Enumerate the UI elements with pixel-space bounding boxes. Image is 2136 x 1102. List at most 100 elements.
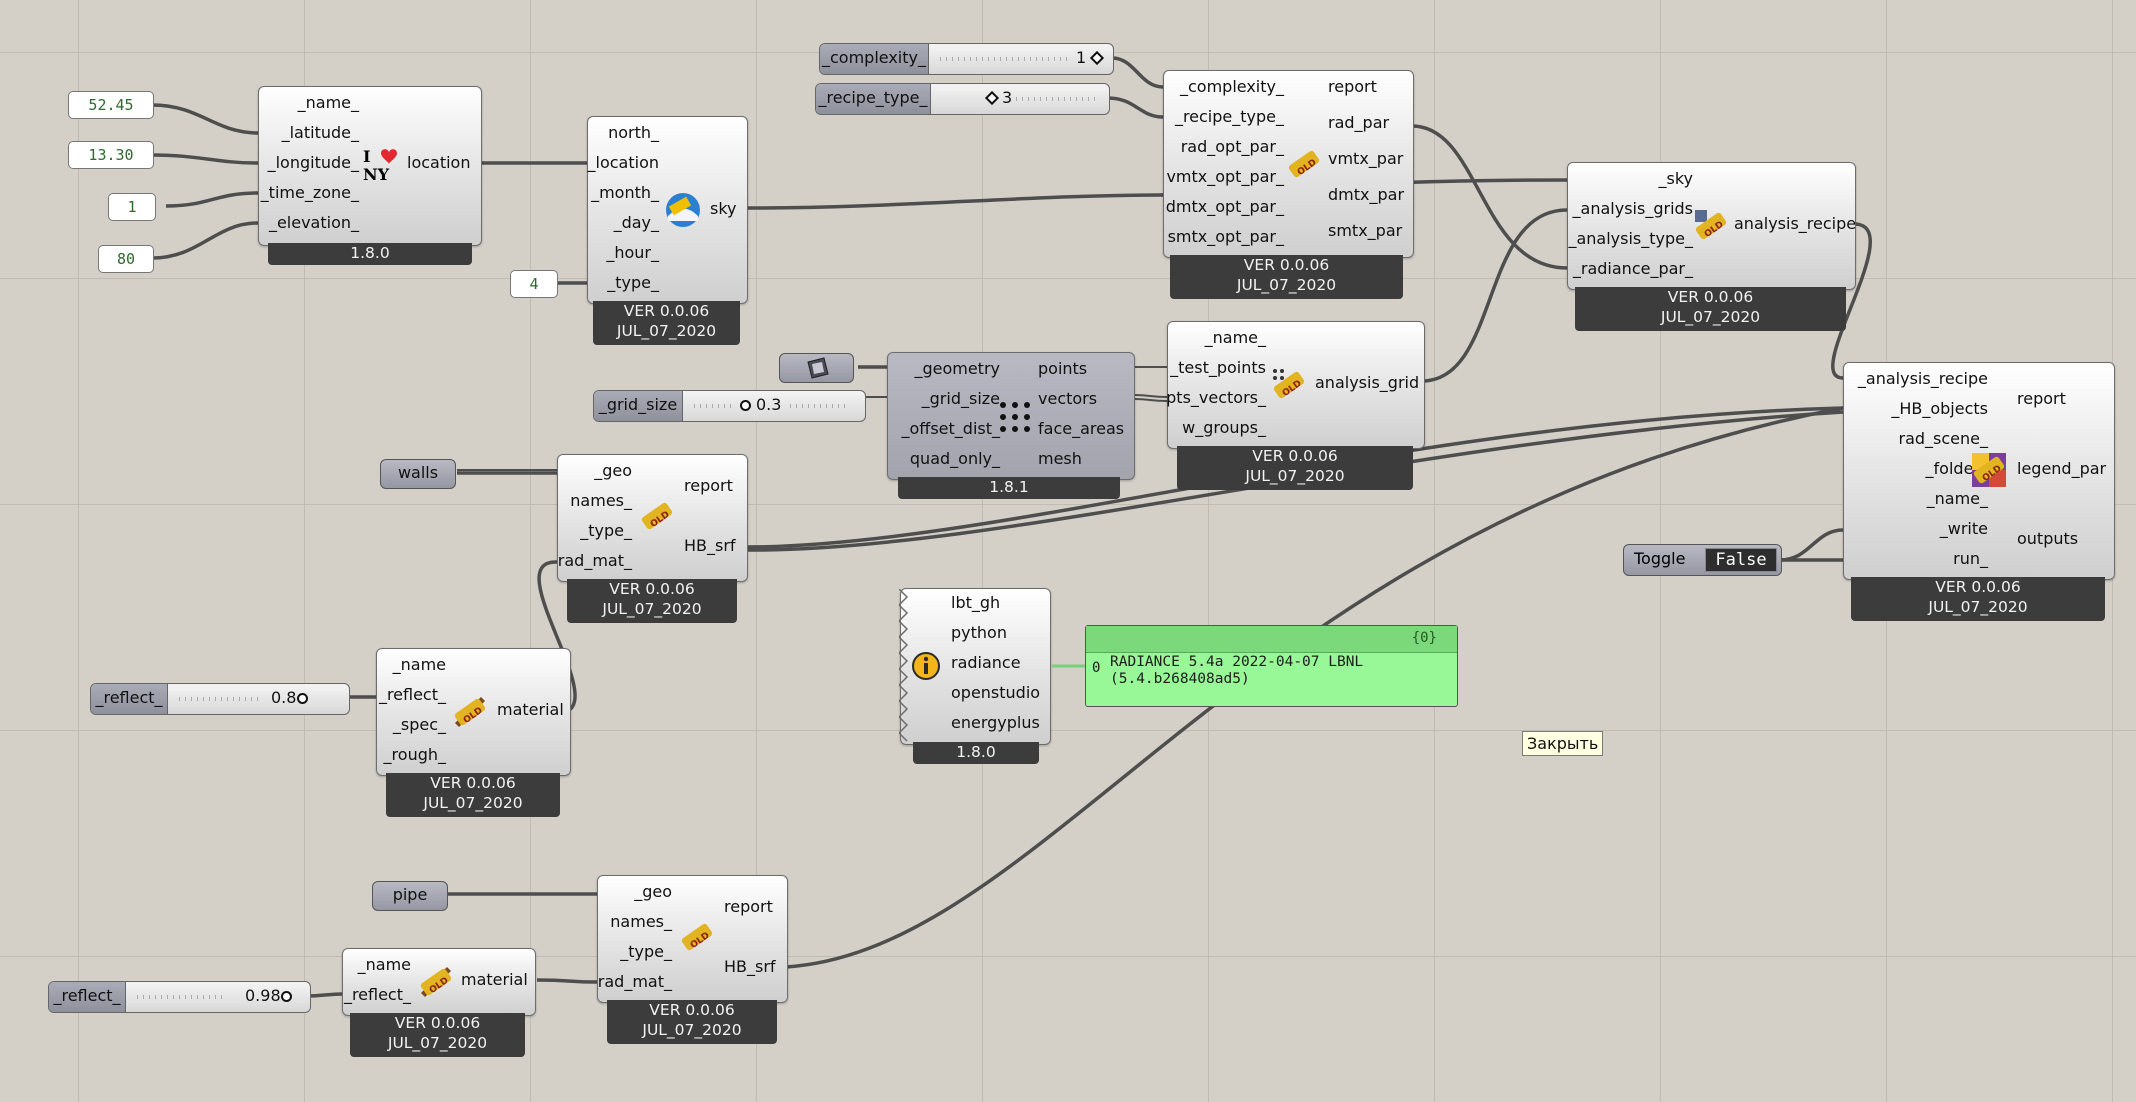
slider-knob-icon[interactable] xyxy=(1089,50,1105,66)
port-hb-srf[interactable]: HB_srf xyxy=(684,536,736,555)
port-radiance-par[interactable]: _radiance_par_ xyxy=(1572,259,1693,278)
pipe-param[interactable]: pipe xyxy=(372,881,448,911)
port-hour[interactable]: _hour_ xyxy=(606,243,659,262)
port-hb-objects[interactable]: _HB_objects xyxy=(1891,399,1988,418)
port-run[interactable]: run_ xyxy=(1953,549,1988,568)
location-component[interactable]: _name_ _latitude_ _longitude_ _time_zone… xyxy=(258,86,482,246)
port-north[interactable]: north_ xyxy=(608,123,659,142)
port-mesh[interactable]: mesh xyxy=(1038,449,1082,468)
port-rad-mat[interactable]: rad_mat_ xyxy=(597,972,672,991)
port-analysis-recipe[interactable]: _analysis_recipe xyxy=(1857,369,1988,388)
reflect-walls-slider[interactable]: _reflect_ 0.8 xyxy=(90,683,350,715)
port-name[interactable]: _name xyxy=(392,655,446,674)
analysis-recipe-output[interactable]: analysis_recipe xyxy=(1734,214,1857,233)
recipe-type-slider[interactable]: _recipe_type_ 3 xyxy=(815,83,1110,115)
port-complexity[interactable]: _complexity_ xyxy=(1180,77,1284,96)
port-name[interactable]: _name_ xyxy=(297,93,359,112)
analysis-grid-component[interactable]: _name_ _test_points pts_vectors_ w_group… xyxy=(1166,321,1425,449)
port-names[interactable]: names_ xyxy=(570,491,632,510)
port-geo[interactable]: _geo xyxy=(594,461,632,480)
port-hb-srf[interactable]: HB_srf xyxy=(724,957,776,976)
port-longitude[interactable]: _longitude_ xyxy=(267,153,359,172)
port-grid-size[interactable]: _grid_size xyxy=(921,389,1000,408)
port-names[interactable]: names_ xyxy=(610,912,672,931)
port-write[interactable]: _write xyxy=(1939,519,1988,538)
port-sky[interactable]: _sky xyxy=(1658,169,1694,188)
toggle-value[interactable]: False xyxy=(1705,548,1777,572)
port-type[interactable]: _type_ xyxy=(607,273,659,292)
port-spec[interactable]: _spec_ xyxy=(392,715,446,734)
port-reflect[interactable]: _reflect_ xyxy=(343,985,411,1004)
port-pts-vectors[interactable]: pts_vectors_ xyxy=(1166,388,1266,407)
grid-size-slider[interactable]: _grid_size 0.3 xyxy=(593,390,866,422)
port-lbt-gh[interactable]: lbt_gh xyxy=(951,593,1001,612)
port-vectors[interactable]: vectors xyxy=(1038,389,1098,408)
port-w-groups[interactable]: w_groups_ xyxy=(1182,418,1266,437)
grid-based-recipe-component[interactable]: _complexity_ _recipe_type_ rad_opt_par_ … xyxy=(1163,70,1414,258)
port-month[interactable]: _month_ xyxy=(591,183,659,202)
port-location[interactable]: _location xyxy=(587,153,659,172)
slider-knob-icon[interactable] xyxy=(740,400,751,411)
material-output[interactable]: material xyxy=(461,970,528,989)
boolean-toggle[interactable]: Toggle False xyxy=(1623,544,1782,576)
sky-component[interactable]: north_ _location _month_ _day_ _hour_ _t… xyxy=(587,116,748,304)
port-name[interactable]: _name xyxy=(357,955,411,974)
hb-surface-walls-component[interactable]: _geo names_ _type_ rad_mat_ OLD report H… xyxy=(557,454,748,582)
port-vmtx-opt-par[interactable]: vmtx_opt_par_ xyxy=(1166,167,1284,186)
reflect-pipe-slider[interactable]: _reflect_ 0.98 xyxy=(48,981,311,1013)
material-output[interactable]: material xyxy=(497,700,564,719)
port-geometry[interactable]: _geometry xyxy=(914,359,1000,378)
port-radiance[interactable]: radiance xyxy=(951,653,1021,672)
port-reflect[interactable]: _reflect_ xyxy=(378,685,446,704)
sky-type-panel[interactable]: 4 xyxy=(510,270,558,298)
location-output-label[interactable]: location xyxy=(407,153,471,172)
port-type[interactable]: _type_ xyxy=(620,942,672,961)
walls-param[interactable]: walls xyxy=(380,459,456,489)
elevation-panel[interactable]: 80 xyxy=(98,245,154,273)
port-latitude[interactable]: _latitude_ xyxy=(281,123,359,142)
hb-surface-pipe-component[interactable]: _geo names_ _type_ rad_mat_ OLD report H… xyxy=(597,875,788,1003)
port-dmtx-opt-par[interactable]: dmtx_opt_par_ xyxy=(1165,197,1284,216)
material-pipe-component[interactable]: _name _reflect_ OLD material xyxy=(342,948,536,1016)
port-test-points[interactable]: _test_points xyxy=(1170,358,1266,377)
port-name[interactable]: _name_ xyxy=(1926,489,1988,508)
port-report[interactable]: report xyxy=(1328,77,1377,96)
port-time-zone[interactable]: _time_zone_ xyxy=(260,183,359,202)
port-type[interactable]: _type_ xyxy=(580,521,632,540)
port-points[interactable]: points xyxy=(1038,359,1088,378)
port-dmtx-par[interactable]: dmtx_par xyxy=(1328,185,1405,204)
port-recipe-type[interactable]: _recipe_type_ xyxy=(1174,107,1284,126)
generate-point-grid-component[interactable]: _geometry _grid_size _offset_dist_ quad_… xyxy=(887,352,1135,480)
time-zone-panel[interactable]: 1 xyxy=(108,193,156,221)
port-geo[interactable]: _geo xyxy=(634,882,672,901)
port-rad-par[interactable]: rad_par xyxy=(1328,113,1390,132)
geometry-param[interactable] xyxy=(779,353,854,383)
port-openstudio[interactable]: openstudio xyxy=(951,683,1041,702)
port-analysis-type[interactable]: _analysis_type_ xyxy=(1568,229,1693,248)
port-legend-par[interactable]: legend_par xyxy=(2017,459,2107,478)
port-outputs[interactable]: outputs xyxy=(2017,529,2079,548)
versioner-component[interactable]: lbt_gh python radiance openstudio energy… xyxy=(899,588,1051,745)
port-analysis-grids[interactable]: _analysis_grids xyxy=(1572,199,1693,218)
port-day[interactable]: _day_ xyxy=(613,213,659,232)
port-name[interactable]: _name_ xyxy=(1204,328,1266,347)
longitude-panel[interactable]: 13.30 xyxy=(68,141,154,169)
port-report[interactable]: report xyxy=(684,476,733,495)
port-elevation[interactable]: _elevation_ xyxy=(268,213,359,232)
port-offset-dist[interactable]: _offset_dist_ xyxy=(901,419,1000,438)
sky-output-label[interactable]: sky xyxy=(710,199,737,218)
slider-knob-icon[interactable] xyxy=(984,90,1000,106)
port-report[interactable]: report xyxy=(724,897,773,916)
port-vmtx-par[interactable]: vmtx_par xyxy=(1328,149,1404,168)
analysis-recipe-component[interactable]: _sky _analysis_grids _analysis_type_ _ra… xyxy=(1567,162,1856,290)
port-report[interactable]: report xyxy=(2017,389,2066,408)
complexity-slider[interactable]: _complexity_ 1 xyxy=(819,43,1114,75)
port-quad-only[interactable]: quad_only_ xyxy=(909,449,1000,468)
run-daylight-analysis-component[interactable]: _analysis_recipe _HB_objects rad_scene_ … xyxy=(1843,362,2115,580)
port-rad-mat[interactable]: rad_mat_ xyxy=(557,551,632,570)
port-python[interactable]: python xyxy=(951,623,1007,642)
port-rad-opt-par[interactable]: rad_opt_par_ xyxy=(1180,137,1284,156)
slider-knob-icon[interactable] xyxy=(297,693,308,704)
port-rad-scene[interactable]: rad_scene_ xyxy=(1898,429,1989,448)
port-face-areas[interactable]: face_areas xyxy=(1038,419,1125,438)
